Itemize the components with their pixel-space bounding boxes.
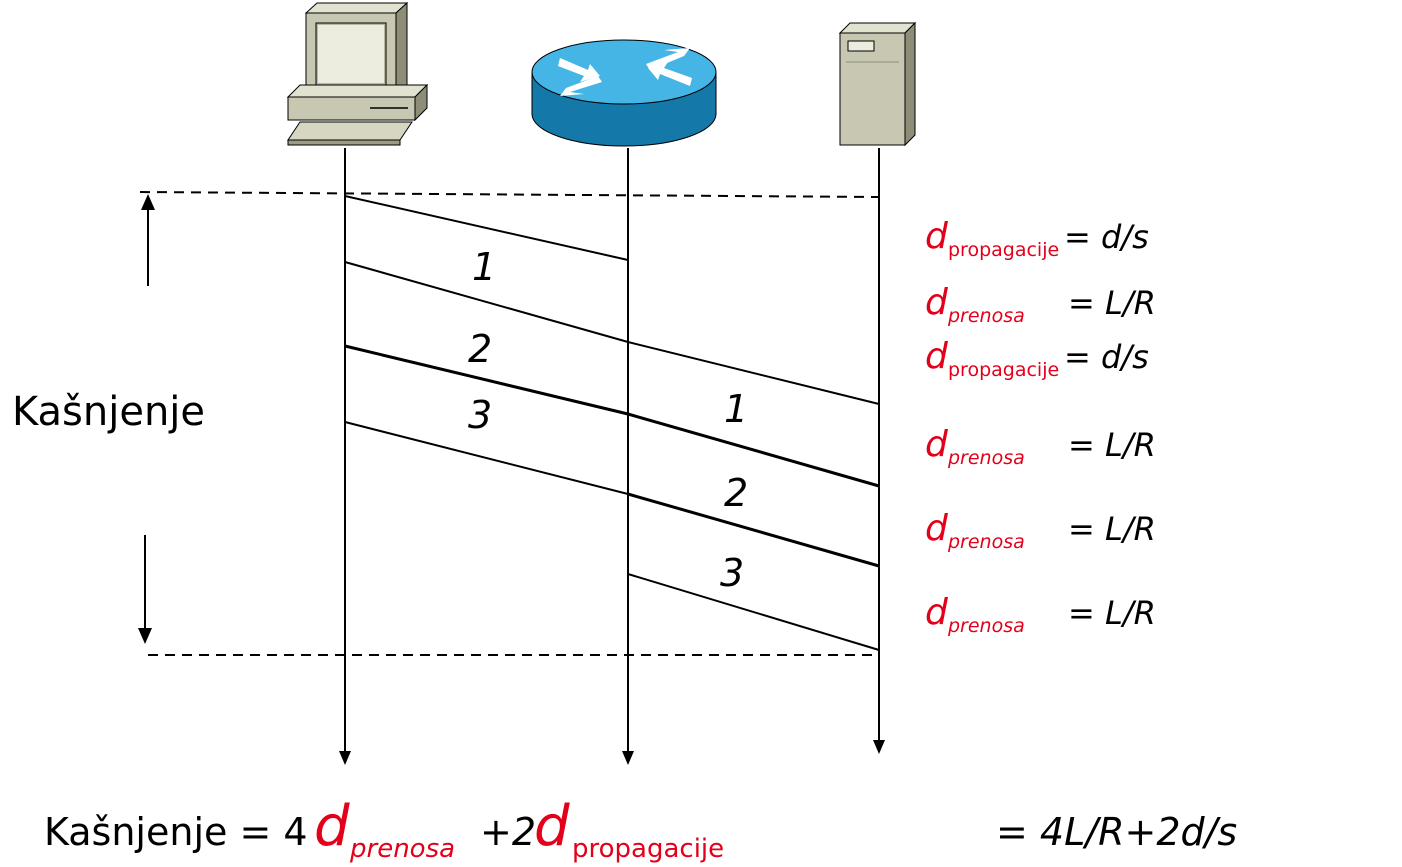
annotation-propagation-2: d propagacije = d/s [925, 336, 1149, 381]
packet-4-hop-1 [344, 421, 629, 495]
svg-text:= L/R: = L/R [1068, 426, 1156, 464]
packet-label-2-hop-1: 2 [468, 327, 492, 371]
desktop-computer-icon [286, 1, 429, 146]
svg-text:prenosa: prenosa [947, 447, 1025, 469]
svg-text:d: d [925, 282, 949, 323]
packet-3-hop-2 [627, 492, 880, 568]
delay-label: Kašnjenje [12, 389, 205, 435]
svg-text:d: d [925, 424, 949, 465]
svg-text:Kašnjenje = 4: Kašnjenje = 4 [44, 810, 308, 854]
annotation-transmission-4: d prenosa = L/R [925, 592, 1156, 637]
packet-lines [344, 195, 880, 651]
start-dashed-line [139, 191, 881, 198]
annotation-transmission-2: d prenosa = L/R [925, 424, 1156, 469]
packet-1-hop-2 [627, 341, 880, 405]
svg-text:prenosa: prenosa [947, 305, 1025, 327]
svg-text:d: d [925, 508, 949, 549]
router-icon [531, 39, 717, 147]
svg-text:= L/R: = L/R [1068, 284, 1156, 322]
packet-2-hop-1 [344, 261, 629, 343]
svg-text:d: d [534, 794, 570, 859]
packet-label-1-hop-1: 1 [472, 245, 496, 289]
svg-text:propagacije: propagacije [572, 834, 724, 864]
packet-2-hop-2 [627, 412, 880, 488]
svg-text:propagacije: propagacije [948, 239, 1059, 261]
packet-3-hop-1 [344, 344, 629, 416]
svg-text:prenosa: prenosa [349, 834, 455, 864]
svg-text:d: d [925, 336, 949, 377]
delay-up-arrowhead [141, 194, 155, 210]
svg-text:= d/s: = d/s [1064, 218, 1149, 256]
server-tower-icon [838, 21, 917, 147]
packet-4-hop-2 [627, 573, 880, 651]
svg-text:prenosa: prenosa [947, 615, 1025, 637]
packet-1-hop-1 [344, 195, 629, 261]
delay-formula: Kašnjenje = 4 d prenosa +2 d propagacije… [44, 794, 1237, 864]
packet-label-2-hop-2: 2 [724, 471, 748, 515]
delay-down-arrowhead [138, 628, 152, 644]
svg-text:= L/R: = L/R [1068, 594, 1156, 632]
packet-label-3-hop-2: 3 [720, 551, 744, 595]
svg-text:= L/R: = L/R [1068, 510, 1156, 548]
annotation-transmission-3: d prenosa = L/R [925, 508, 1156, 553]
svg-text:prenosa: prenosa [947, 531, 1025, 553]
svg-text:d: d [314, 794, 350, 859]
packet-label-1-hop-2: 1 [724, 387, 748, 431]
packet-label-3-hop-1: 3 [468, 393, 492, 437]
svg-text:+2: +2 [480, 810, 536, 854]
annotation-propagation-1: d propagacije = d/s [925, 216, 1149, 261]
svg-text:d: d [925, 216, 949, 257]
annotation-transmission-1: d prenosa = L/R [925, 282, 1156, 327]
svg-text:d: d [925, 592, 949, 633]
svg-text:propagacije: propagacije [948, 359, 1059, 381]
svg-text:= d/s: = d/s [1064, 338, 1149, 376]
svg-text:= 4L/R+2d/s: = 4L/R+2d/s [996, 810, 1237, 854]
